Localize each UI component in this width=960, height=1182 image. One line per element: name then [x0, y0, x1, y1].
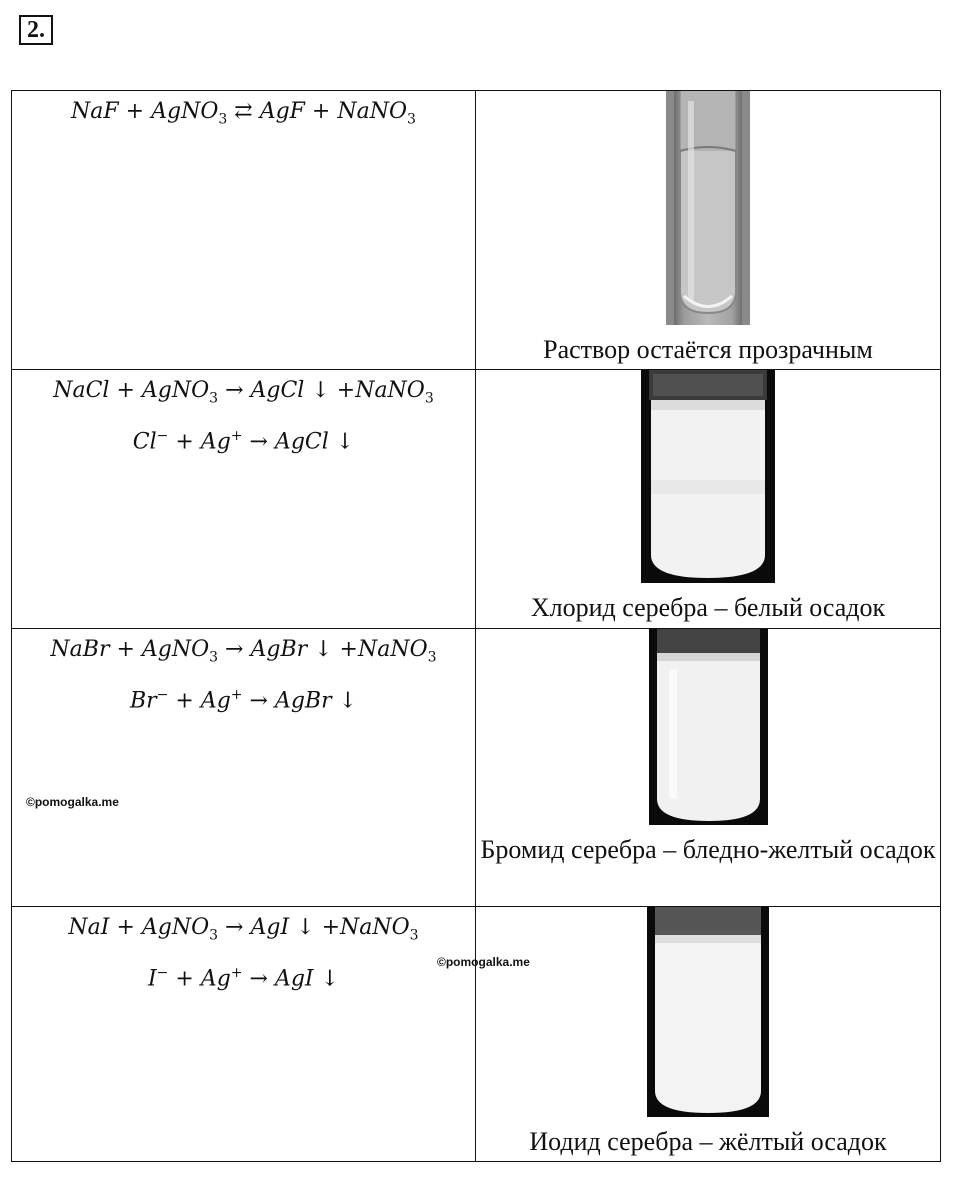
equation-4-1: NaI + AgNO3 → AgI ↓ +NaNO3	[12, 909, 475, 954]
equation-part: 3	[209, 927, 219, 944]
result-caption: Бромид серебра – бледно-желтый осадок	[480, 835, 936, 864]
table-row: NaCl + AgNO3 → AgCl ↓ +NaNO3 Cl− + Ag+ →…	[12, 369, 940, 628]
result-cell: Хлорид серебра – белый осадок	[476, 370, 940, 628]
result-cell: Бромид серебра – бледно-желтый осадок	[476, 629, 940, 906]
equation-part: +	[230, 687, 243, 704]
result-caption: Раствор остаётся прозрачным	[543, 335, 873, 364]
equation-part: + Ag	[168, 429, 231, 455]
result-caption: Хлорид серебра – белый осадок	[530, 593, 886, 622]
equation-3-1: NaBr + AgNO3 → AgBr ↓ +NaNO3	[12, 631, 475, 676]
equation-part: → AgI ↓	[242, 966, 340, 992]
equation-cell: NaCl + AgNO3 → AgCl ↓ +NaNO3 Cl− + Ag+ →…	[12, 370, 476, 628]
equation-part: → AgBr ↓ +NaNO	[218, 637, 428, 662]
equation-part: 3	[424, 390, 434, 407]
equation-part: 3	[409, 927, 419, 944]
equation-2-1: NaCl + AgNO3 → AgCl ↓ +NaNO3	[12, 372, 475, 417]
equation-part: I	[147, 966, 157, 992]
yellow-precipitate-test-tube	[647, 907, 769, 1117]
equation-1-1: NaF + AgNO3 ⇄ AgF + NaNO3	[12, 93, 475, 138]
equation-cell: NaF + AgNO3 ⇄ AgF + NaNO3	[12, 91, 476, 369]
equation-part: → AgBr ↓	[242, 688, 358, 714]
equation-3-2: Br− + Ag+ → AgBr ↓	[12, 676, 475, 720]
watermark: ©pomogalka.me	[26, 795, 119, 809]
equation-part: 3	[209, 390, 219, 407]
equation-part: −	[156, 965, 169, 982]
equation-part: −	[156, 687, 169, 704]
equation-part: + Ag	[168, 966, 231, 992]
equation-part: 3	[218, 111, 228, 128]
watermark: ©pomogalka.me	[437, 955, 530, 969]
equation-part: NaF + AgNO	[71, 99, 219, 124]
equation-part: → AgCl ↓ +NaNO	[218, 378, 425, 403]
equation-cell: NaI + AgNO3 → AgI ↓ +NaNO3 I− + Ag+ → Ag…	[12, 907, 476, 1161]
equation-part: Cl	[132, 429, 157, 455]
equation-part: 3	[427, 649, 437, 666]
table-row: NaI + AgNO3 → AgI ↓ +NaNO3 I− + Ag+ → Ag…	[12, 906, 940, 1161]
equation-part: +	[230, 428, 243, 445]
equation-part: 3	[407, 111, 416, 128]
equation-part: ⇄ AgF + NaNO	[227, 99, 408, 124]
table-row: NaBr + AgNO3 → AgBr ↓ +NaNO3 Br− + Ag+ →…	[12, 628, 940, 906]
equation-part: + Ag	[168, 688, 231, 714]
equation-part: NaI + AgNO	[68, 915, 210, 940]
pale-yellow-precipitate-test-tube	[648, 629, 768, 825]
equation-part: 3	[209, 649, 219, 666]
equation-2-2: Cl− + Ag+ → AgCl ↓	[12, 417, 475, 461]
table-row: NaF + AgNO3 ⇄ AgF + NaNO3	[12, 91, 940, 369]
equation-cell: NaBr + AgNO3 → AgBr ↓ +NaNO3 Br− + Ag+ →…	[12, 629, 476, 906]
reactions-table: NaF + AgNO3 ⇄ AgF + NaNO3	[11, 90, 941, 1162]
equation-part: +	[230, 965, 243, 982]
task-number: 2.	[19, 15, 53, 45]
clear-solution-test-tube	[666, 91, 750, 325]
equation-part: → AgCl ↓	[242, 429, 355, 455]
result-cell: Иодид серебра – жёлтый осадок	[476, 907, 940, 1161]
equation-part: Br	[129, 688, 157, 714]
result-cell: Раствор остаётся прозрачным	[476, 91, 940, 369]
equation-part: NaBr + AgNO	[50, 637, 210, 662]
equation-4-2: I− + Ag+ → AgI ↓	[12, 954, 475, 998]
white-precipitate-test-tube	[641, 370, 775, 583]
equation-part: −	[156, 428, 169, 445]
result-caption: Иодид серебра – жёлтый осадок	[529, 1127, 887, 1156]
equation-part: NaCl + AgNO	[53, 378, 210, 403]
equation-part: → AgI ↓ +NaNO	[218, 915, 410, 940]
